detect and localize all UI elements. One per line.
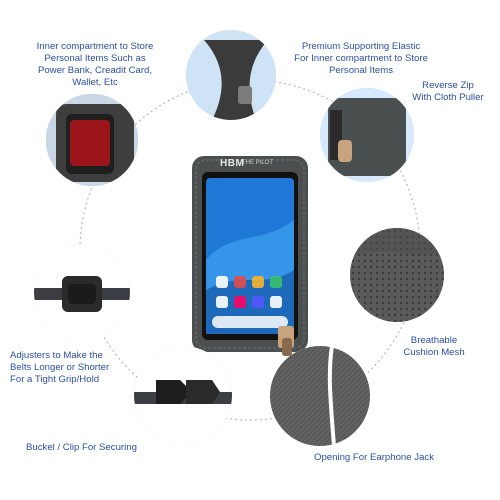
callout-buckle: Buckel / Clip For Securing — [26, 442, 137, 453]
zoom-circle-adjusters — [34, 244, 130, 340]
callout-reverse-zip: Reverse Zip With Cloth Puller — [412, 80, 484, 103]
callout-adjusters: Adjusters to Make the Belts Longer or Sh… — [10, 350, 110, 385]
callout-inner-compartment: Inner compartment to Store Personal Item… — [36, 41, 154, 88]
zoom-circle-earphone-jack — [270, 346, 370, 446]
zoom-circle-buckle — [134, 346, 232, 444]
callout-premium-elastic: Premium Supporting Elastic For Inner com… — [294, 41, 428, 76]
callout-earphone: Opening For Earphone Jack — [314, 452, 434, 463]
phone-pouch-image: HBM THE PILOT — [182, 150, 318, 360]
zoom-circle-premium-elastic — [186, 30, 276, 120]
brand-logo: HBM — [220, 158, 245, 169]
zoom-circle-reverse-zip — [320, 88, 414, 182]
brand-tag: THE PILOT — [242, 160, 274, 166]
callout-breathable: Breathable Cushion Mesh — [403, 335, 465, 358]
zoom-circle-inner-compartment — [46, 94, 138, 186]
zoom-circle-breathable-mesh — [350, 228, 444, 322]
